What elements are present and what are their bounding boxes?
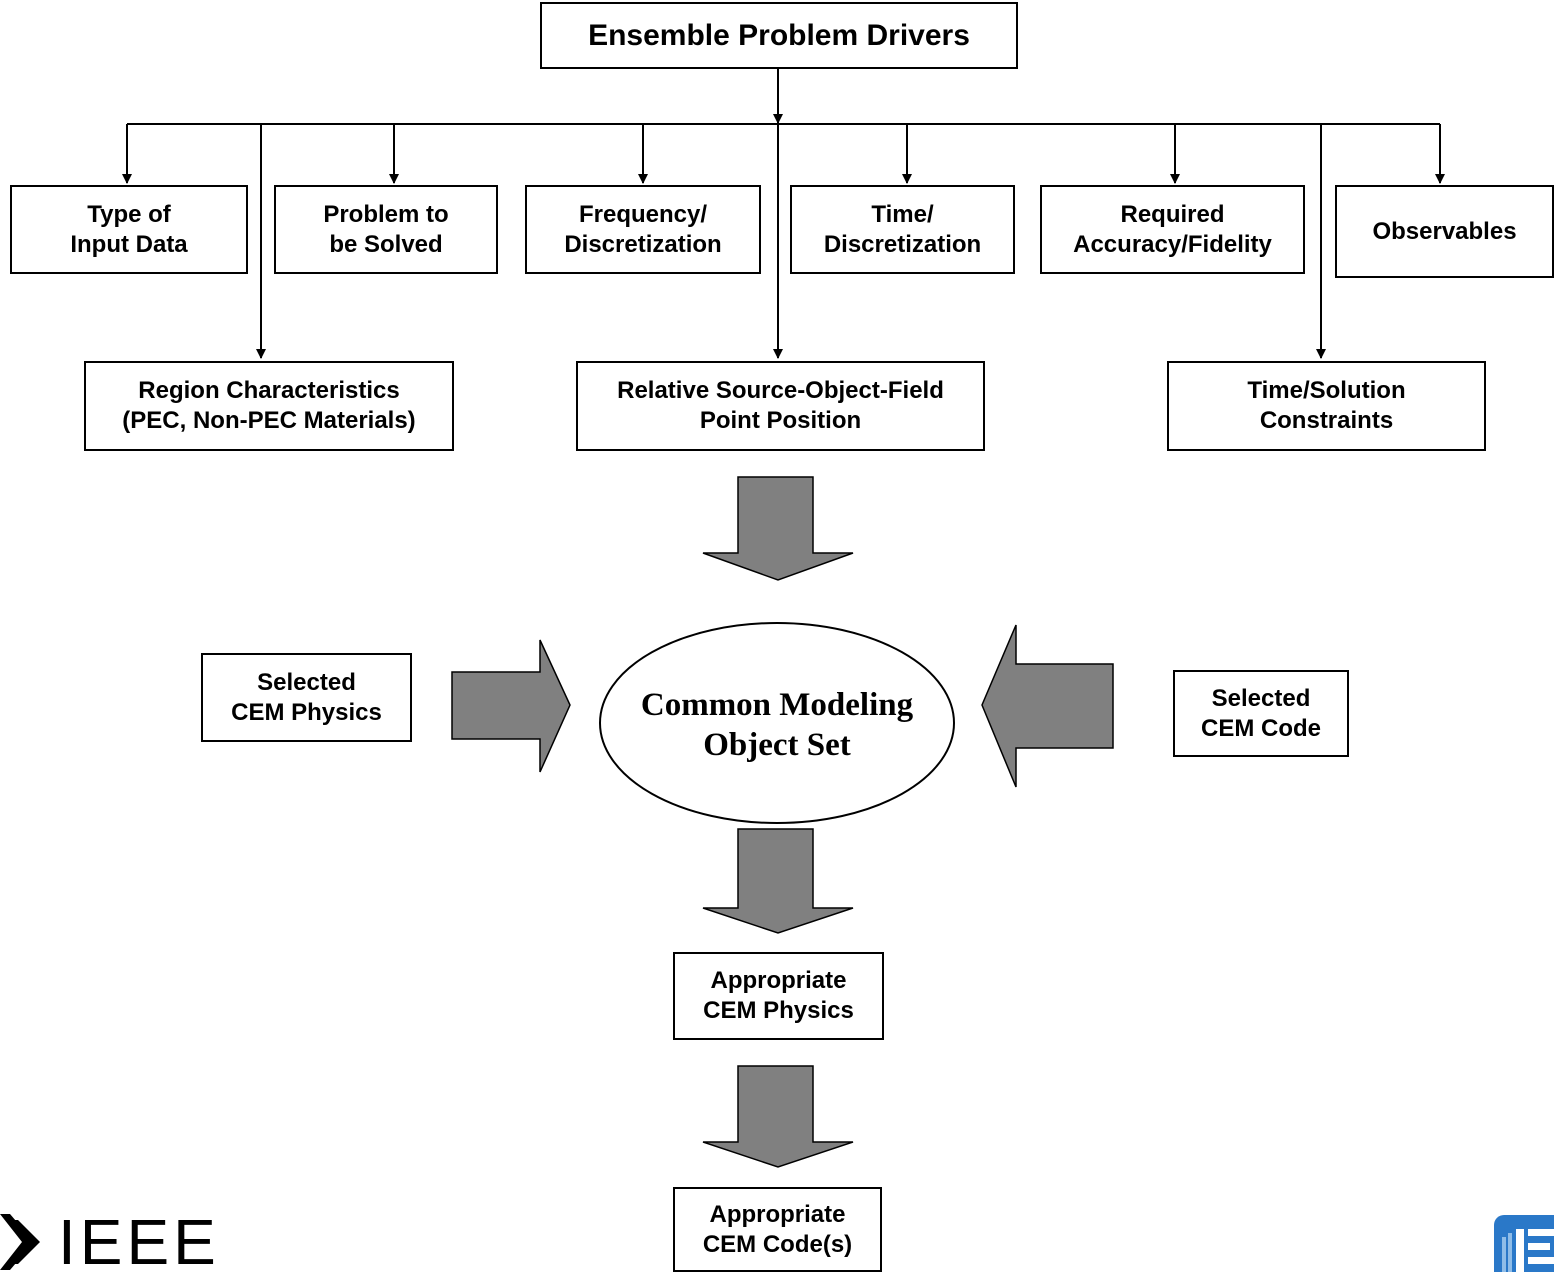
box-line: Constraints [1259, 407, 1394, 434]
box-line: Time/Solution [1247, 377, 1406, 404]
box-line: Input Data [70, 230, 188, 258]
connector-lines [122, 69, 1445, 359]
box-line: Problem to [323, 200, 449, 228]
page-title: Ensemble Problem Drivers [588, 18, 970, 52]
ieee-logo: IEEE [0, 1206, 240, 1278]
block-arrow-from-selected-code [981, 624, 1114, 788]
box-line: Point Position [699, 407, 862, 434]
box-line: Selected [257, 668, 356, 696]
box-line: Appropriate [709, 1200, 846, 1228]
box-line: CEM Physics [231, 698, 382, 726]
box-line: Required [1120, 200, 1225, 228]
center-line: Object Set [703, 727, 851, 763]
box-line: (PEC, Non-PEC Materials) [122, 407, 416, 434]
box-appropriate-cem-codes: Appropriate CEM Code(s) [673, 1187, 882, 1272]
box-line: Relative Source-Object-Field [617, 377, 944, 404]
box-line: Discretization [564, 230, 722, 258]
box-line: Discretization [823, 230, 982, 258]
box-relative-source-object-field: Relative Source-Object-Field Point Posit… [576, 361, 985, 451]
box-line: Type of [87, 200, 171, 228]
title-box: Ensemble Problem Drivers [540, 2, 1018, 69]
box-line: Accuracy/Fidelity [1073, 230, 1272, 258]
box-line: Appropriate [710, 967, 847, 994]
box-type-of-input-data: Type of Input Data [10, 185, 248, 274]
center-object-set-label: Common Modeling Object Set [600, 655, 954, 795]
box-problem-to-be-solved: Problem to be Solved [274, 185, 498, 274]
box-selected-cem-code: Selected CEM Code [1173, 670, 1349, 757]
box-time-discretization: Time/ Discretization [790, 185, 1015, 274]
block-arrow-down-to-code [702, 1065, 854, 1168]
box-line: Time/ [871, 200, 934, 228]
block-arrows [451, 476, 1114, 1168]
corner-logo-icon [1494, 1215, 1554, 1272]
center-line: Common Modeling [640, 687, 914, 723]
box-time-solution-constraints: Time/Solution Constraints [1167, 361, 1486, 451]
box-line: CEM Physics [703, 997, 854, 1024]
box-line: CEM Code [1201, 714, 1321, 742]
box-observables: Observables [1335, 185, 1554, 278]
box-line: Selected [1211, 684, 1311, 712]
box-line: Observables [1372, 217, 1517, 245]
box-line: be Solved [329, 230, 443, 258]
box-appropriate-cem-physics: Appropriate CEM Physics [673, 952, 884, 1040]
box-required-accuracy-fidelity: Required Accuracy/Fidelity [1040, 185, 1305, 274]
ieee-logo-text: IEEE [58, 1206, 220, 1278]
box-line: Frequency/ [578, 200, 708, 228]
center-ellipse [599, 622, 955, 824]
box-region-characteristics: Region Characteristics (PEC, Non-PEC Mat… [84, 361, 454, 451]
block-arrow-down-to-object-set [702, 476, 854, 581]
box-line: Region Characteristics [138, 377, 400, 404]
box-frequency-discretization: Frequency/ Discretization [525, 185, 761, 274]
box-line: CEM Code(s) [702, 1230, 853, 1258]
box-selected-cem-physics: Selected CEM Physics [201, 653, 412, 742]
block-arrow-down-to-physics [702, 828, 854, 934]
block-arrow-from-selected-physics [451, 639, 571, 773]
ieee-chevron-icon [0, 1214, 40, 1270]
